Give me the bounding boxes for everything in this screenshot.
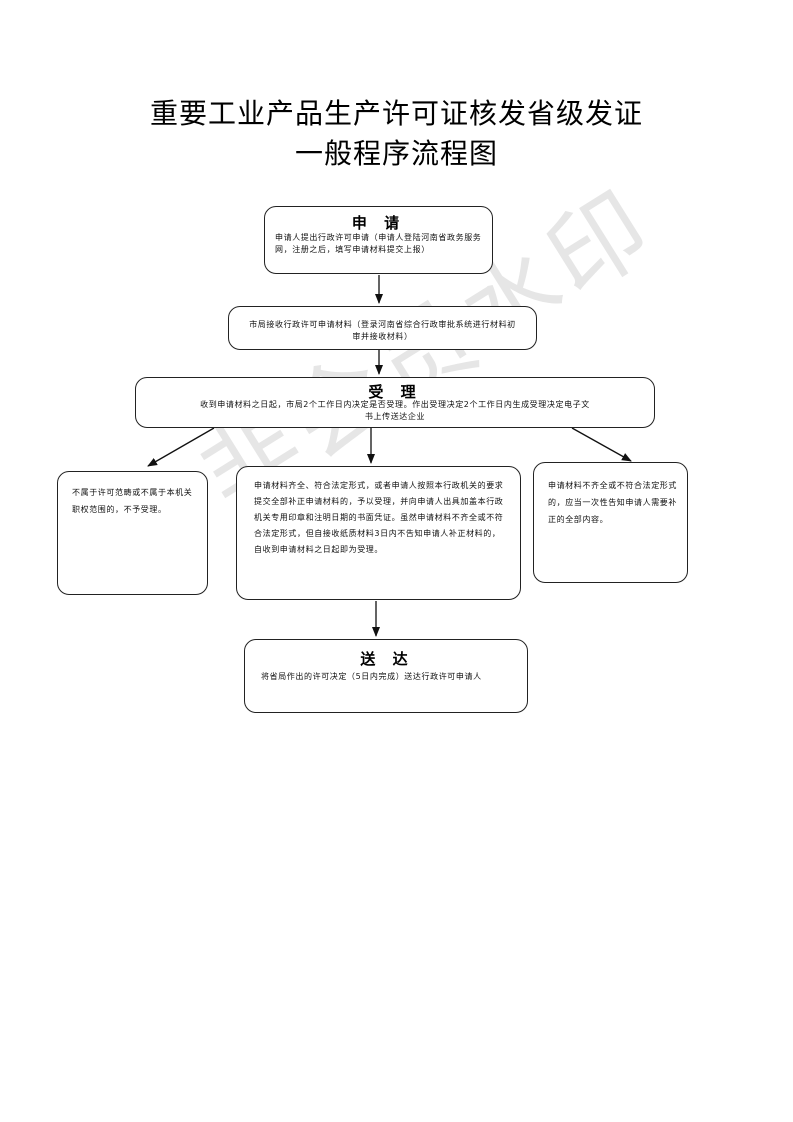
branch-incomplete-text: 申请材料不齐全或不符合法定形式的，应当一次性告知申请人需要补正的全部内容。 [548, 481, 677, 524]
branch-incomplete-box: 申请材料不齐全或不符合法定形式的，应当一次性告知申请人需要补正的全部内容。 [533, 462, 688, 583]
step-apply-box: 申 请 申请人提出行政许可申请（申请人登陆河南省政务服务网，注册之后，填写申请材… [264, 206, 493, 274]
branch-reject-text: 不属于许可范畴或不属于本机关职权范围的，不予受理。 [72, 488, 193, 514]
step-city-receive-box: 市局接收行政许可申请材料（登录河南省综合行政审批系统进行材料初审并接收材料） [228, 306, 537, 350]
step-deliver-title: 送 达 [360, 650, 414, 668]
step-accept-text: 收到申请材料之日起，市局2个工作日内决定是否受理。作出受理决定2个工作日内生成受… [200, 400, 590, 421]
step-accept-box: 受 理 收到申请材料之日起，市局2个工作日内决定是否受理。作出受理决定2个工作日… [135, 377, 655, 428]
branch-reject-box: 不属于许可范畴或不属于本机关职权范围的，不予受理。 [57, 471, 208, 595]
arrow-accept-to-reject [147, 427, 215, 467]
flowchart-title-line2: 一般程序流程图 [294, 137, 498, 170]
step-accept-title: 受 理 [368, 383, 422, 401]
branch-complete-text: 申请材料齐全、符合法定形式，或者申请人按照本行政机关的要求提交全部补正申请材料的… [254, 481, 504, 554]
branch-complete-box: 申请材料齐全、符合法定形式，或者申请人按照本行政机关的要求提交全部补正申请材料的… [236, 466, 521, 600]
step-apply-title: 申 请 [351, 214, 406, 232]
arrow-accept-to-incomplete [571, 427, 632, 462]
flowchart-title-line1: 重要工业产品生产许可证核发省级发证 [149, 97, 643, 130]
step-deliver-text: 将省局作出的许可决定（5日内完成）送达行政许可申请人 [261, 672, 482, 681]
step-city-receive-text: 市局接收行政许可申请材料（登录河南省综合行政审批系统进行材料初审并接收材料） [249, 320, 516, 341]
step-apply-text: 申请人提出行政许可申请（申请人登陆河南省政务服务网，注册之后，填写申请材料提交上… [275, 233, 482, 254]
step-deliver-box: 送 达 将省局作出的许可决定（5日内完成）送达行政许可申请人 [244, 639, 528, 713]
